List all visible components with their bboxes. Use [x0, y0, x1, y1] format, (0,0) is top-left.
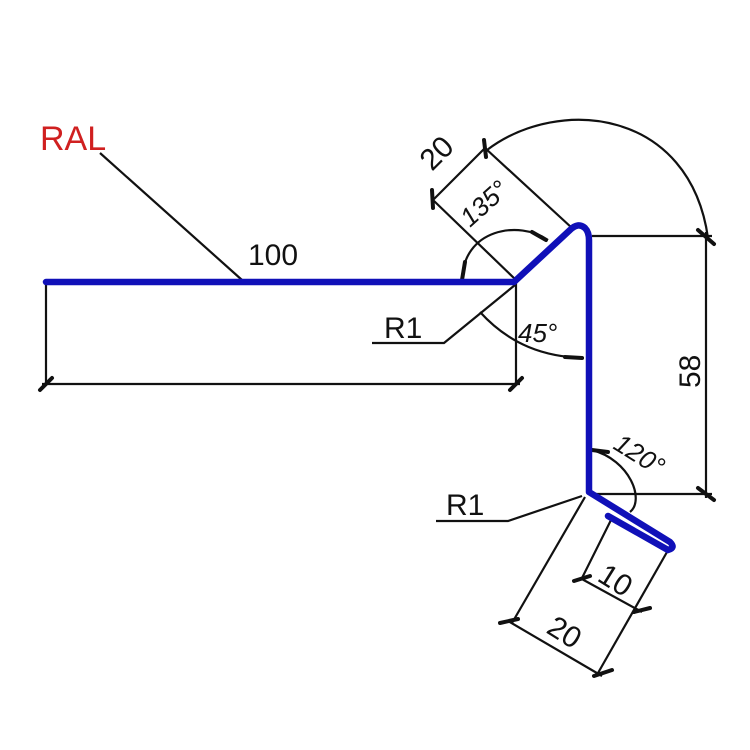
angle-label-135: 135°	[454, 174, 514, 232]
radius-label-bottom: R1	[446, 489, 484, 522]
radius-label-top: R1	[384, 312, 422, 345]
material-label: RAL	[40, 120, 106, 158]
dimension-label-10: 10	[592, 558, 638, 604]
angle-label-120: 120°	[609, 428, 671, 482]
angle-45: 45°	[479, 311, 585, 360]
dimension-label-20-bottom: 20	[541, 610, 587, 656]
dimension-100: 100	[38, 239, 524, 392]
angle-arc-large	[486, 118, 710, 239]
dimension-58: 58	[592, 228, 716, 502]
radius-top-leader: R1	[372, 284, 516, 345]
angle-label-45: 45°	[518, 318, 557, 348]
dimension-label-58: 58	[674, 355, 707, 388]
dimension-label-100: 100	[248, 239, 298, 272]
radius-bottom-leader: R1	[436, 489, 583, 523]
ral-leader-line	[99, 152, 243, 281]
dimension-label-20-top: 20	[414, 130, 461, 177]
sheet-profile	[42, 222, 676, 554]
